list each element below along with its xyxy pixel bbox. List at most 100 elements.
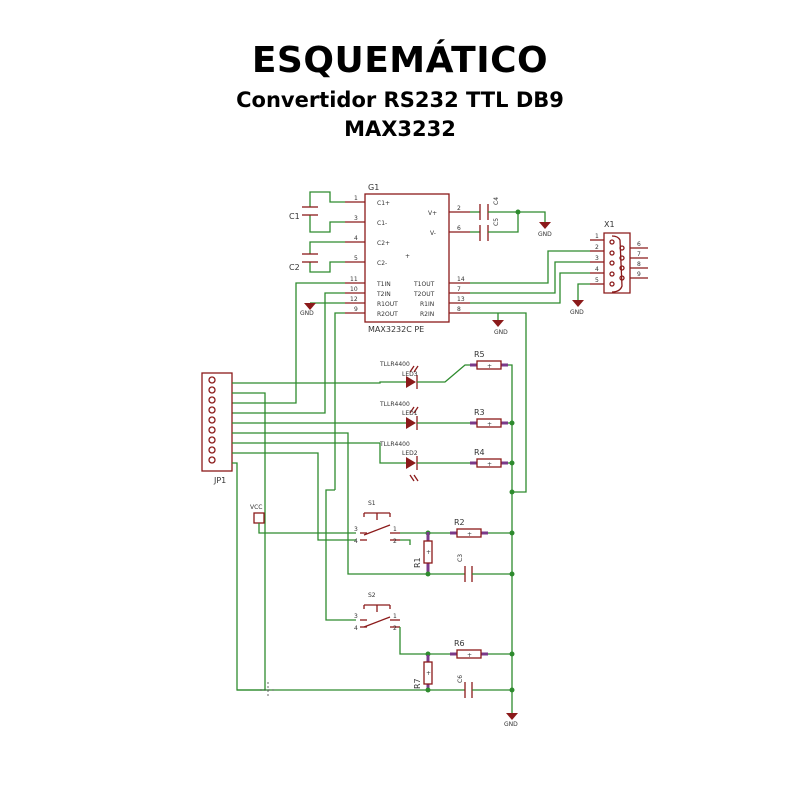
header-jp1: JP1 bbox=[201, 372, 233, 485]
max3232-ic: G1 MAX3232C PE + 1 3 4 5 11 10 12 9 C1+ … bbox=[345, 183, 470, 334]
ic-pin-name: R1IN bbox=[420, 301, 434, 308]
ic-part: MAX3232C PE bbox=[368, 325, 424, 334]
resistor-r5: + R5 bbox=[470, 350, 508, 370]
ic-pin-name: C1- bbox=[377, 220, 387, 227]
ic-pin-num: 12 bbox=[350, 296, 358, 303]
svg-text:+: + bbox=[467, 652, 472, 659]
ic-pin-name: T2IN bbox=[376, 291, 391, 298]
wire-r2out bbox=[334, 312, 345, 490]
svg-text:TLLR4400: TLLR4400 bbox=[379, 361, 410, 368]
svg-text:5: 5 bbox=[595, 277, 599, 284]
ic-pin-num: 1 bbox=[354, 195, 358, 202]
wire-jp-s1 bbox=[232, 452, 356, 541]
svg-text:3: 3 bbox=[354, 526, 358, 533]
svg-text:C2: C2 bbox=[289, 263, 300, 272]
svg-text:2: 2 bbox=[393, 538, 397, 545]
svg-text:2: 2 bbox=[595, 244, 599, 251]
wire-db9-gnd bbox=[577, 283, 590, 300]
ic-pin-num: 10 bbox=[350, 286, 358, 293]
svg-text:8: 8 bbox=[637, 261, 641, 268]
svg-text:C6: C6 bbox=[457, 675, 464, 683]
gnd-symbol: GND bbox=[570, 300, 584, 316]
schematic-chip-name: MAX3232 bbox=[344, 117, 456, 141]
ic-pin-name: R2OUT bbox=[377, 311, 398, 318]
wire-t2out bbox=[470, 261, 590, 294]
svg-text:LED2: LED2 bbox=[402, 450, 418, 457]
wire-jp-c3 bbox=[232, 432, 465, 575]
schematic-title: ESQUEMÁTICO bbox=[251, 40, 549, 81]
svg-text:1: 1 bbox=[595, 233, 599, 240]
resistor-r3: + R3 bbox=[470, 408, 508, 428]
ic-pin-num: 2 bbox=[457, 205, 461, 212]
svg-text:3: 3 bbox=[354, 613, 358, 620]
svg-text:+: + bbox=[467, 531, 472, 538]
resistor-r6: + R6 bbox=[428, 639, 512, 659]
svg-text:VCC: VCC bbox=[250, 504, 262, 511]
ic-name: G1 bbox=[368, 183, 379, 192]
resistor-r2: + R2 bbox=[428, 518, 512, 538]
ic-pin-name: T1OUT bbox=[413, 281, 435, 288]
capacitor-c2: C2 bbox=[289, 241, 345, 273]
wire-jp-s2 bbox=[232, 392, 266, 691]
svg-text:TLLR4400: TLLR4400 bbox=[379, 401, 410, 408]
ic-pin-num: 4 bbox=[354, 235, 358, 242]
svg-text:GND: GND bbox=[494, 329, 508, 336]
svg-text:1: 1 bbox=[393, 613, 397, 620]
ic-pin-name: R1OUT bbox=[377, 301, 398, 308]
svg-text:X1: X1 bbox=[604, 220, 615, 229]
svg-text:4: 4 bbox=[354, 538, 358, 545]
db9-connector-x1: X1 1 2 3 4 5 6 7 8 9 bbox=[590, 220, 648, 294]
capacitor-c1: C1 bbox=[289, 191, 345, 233]
ic-pin-num: 14 bbox=[457, 276, 465, 283]
switch-s1: S1 3 4 1 2 bbox=[354, 500, 400, 545]
svg-text:+: + bbox=[487, 421, 492, 428]
led1: TLLR4400 LED1 bbox=[379, 401, 475, 430]
svg-text:R2: R2 bbox=[454, 518, 465, 527]
svg-text:S2: S2 bbox=[368, 592, 376, 599]
svg-text:R7: R7 bbox=[413, 678, 422, 689]
ic-pin-name: C2- bbox=[377, 260, 387, 267]
svg-text:3: 3 bbox=[595, 255, 599, 262]
led2: TLLR4400 LED2 bbox=[379, 441, 475, 482]
ic-pin-num: 7 bbox=[457, 286, 461, 293]
svg-text:GND: GND bbox=[300, 310, 314, 317]
wire-t1in bbox=[232, 282, 345, 404]
ic-pin-num: 8 bbox=[457, 306, 461, 313]
svg-text:LED3: LED3 bbox=[402, 371, 418, 378]
wire-t1out bbox=[470, 250, 590, 284]
svg-text:R6: R6 bbox=[454, 639, 465, 648]
ic-pin-name: C2+ bbox=[377, 240, 390, 247]
svg-text:R3: R3 bbox=[474, 408, 485, 417]
switch-s2: S2 3 4 1 2 bbox=[354, 592, 400, 632]
ic-pin-name: R2IN bbox=[420, 311, 434, 318]
schematic-subtitle: Convertidor RS232 TTL DB9 bbox=[236, 88, 564, 112]
svg-text:GND: GND bbox=[538, 231, 552, 238]
resistor-r1: + R1 bbox=[413, 532, 433, 572]
resistor-r7: + R7 bbox=[413, 655, 433, 691]
svg-text:4: 4 bbox=[354, 625, 358, 632]
svg-text:4: 4 bbox=[595, 266, 599, 273]
resistor-r4: + R4 bbox=[470, 448, 508, 468]
capacitor-c4: C4 bbox=[470, 197, 546, 222]
svg-text:1: 1 bbox=[393, 526, 397, 533]
ic-pin-name: T1IN bbox=[376, 281, 391, 288]
svg-text:C3: C3 bbox=[457, 554, 464, 562]
ic-pin-num: 5 bbox=[354, 255, 358, 262]
svg-text:JP1: JP1 bbox=[213, 476, 226, 485]
svg-text:R1: R1 bbox=[413, 557, 422, 568]
vcc-terminal: VCC bbox=[250, 504, 356, 534]
svg-text:+: + bbox=[487, 461, 492, 468]
svg-text:C1: C1 bbox=[289, 212, 300, 221]
svg-text:GND: GND bbox=[504, 721, 518, 728]
ic-pin-num: 6 bbox=[457, 225, 461, 232]
svg-text:S1: S1 bbox=[368, 500, 376, 507]
origin-marker bbox=[260, 682, 276, 698]
ic-pin-name: T2OUT bbox=[413, 291, 435, 298]
svg-text:+: + bbox=[487, 363, 492, 370]
wire-jp-s2b bbox=[325, 489, 356, 621]
svg-text:6: 6 bbox=[637, 241, 641, 248]
led3: TLLR4400 LED3 bbox=[379, 361, 475, 389]
svg-text:7: 7 bbox=[637, 251, 641, 258]
wire-r1in bbox=[470, 272, 590, 304]
